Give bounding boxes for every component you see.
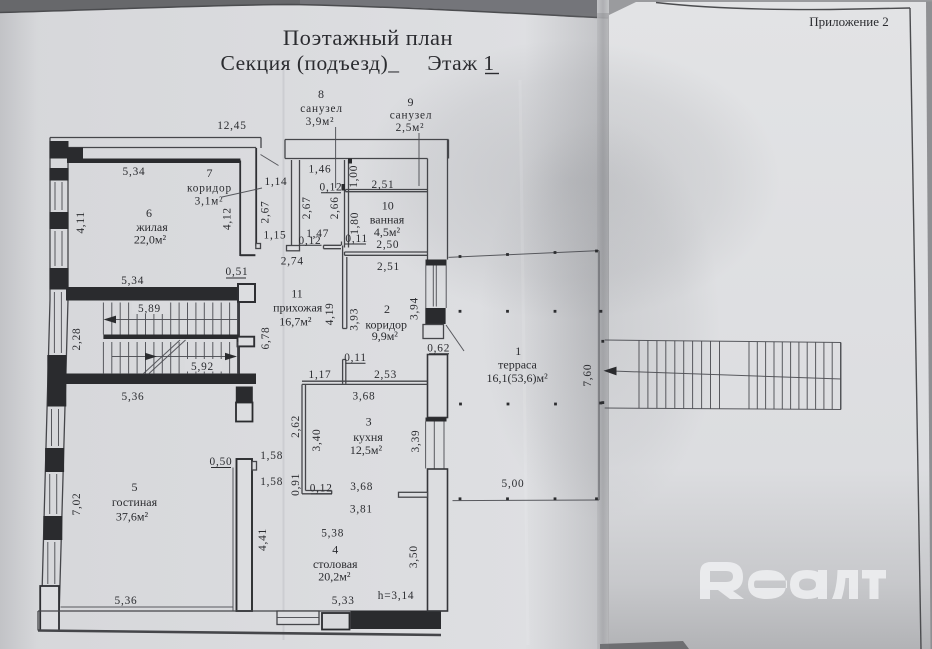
svg-text:4,5м²: 4,5м²	[374, 225, 401, 239]
svg-text:12,45: 12,45	[217, 120, 246, 132]
svg-text:1,17: 1,17	[309, 369, 332, 381]
svg-text:1,58: 1,58	[260, 476, 283, 488]
svg-text:2,67: 2,67	[301, 196, 313, 219]
svg-text:жилая: жилая	[135, 220, 168, 234]
svg-text:5,33: 5,33	[332, 595, 355, 607]
svg-text:2,53: 2,53	[374, 369, 397, 381]
svg-text:4,11: 4,11	[75, 211, 87, 234]
svg-text:коридор: коридор	[365, 318, 407, 332]
svg-text:1,58: 1,58	[260, 450, 283, 462]
svg-text:Секция (подъезд)_: Секция (подъезд)_	[221, 51, 400, 75]
svg-text:6: 6	[146, 206, 152, 220]
svg-text:2,66: 2,66	[329, 196, 341, 219]
svg-text:2,51: 2,51	[377, 261, 400, 273]
svg-text:0,12: 0,12	[299, 235, 322, 247]
svg-text:0,50: 0,50	[210, 456, 233, 468]
svg-text:20,2м²: 20,2м²	[318, 570, 351, 584]
svg-text:гостиная: гостиная	[112, 495, 158, 509]
svg-text:1,80: 1,80	[349, 212, 361, 235]
svg-text:1,46: 1,46	[309, 164, 332, 176]
svg-text:1,14: 1,14	[265, 176, 288, 188]
svg-text:2,5м²: 2,5м²	[396, 122, 425, 134]
svg-text:22,0м²: 22,0м²	[134, 233, 167, 247]
svg-text:3,94: 3,94	[409, 297, 421, 320]
svg-text:2,67: 2,67	[260, 201, 272, 224]
svg-text:4,12: 4,12	[222, 207, 234, 230]
svg-text:37,6м²: 37,6м²	[116, 510, 149, 524]
svg-text:3,9м²: 3,9м²	[306, 116, 335, 128]
svg-text:5,34: 5,34	[123, 166, 146, 178]
svg-text:16,1(53,6)м²: 16,1(53,6)м²	[487, 371, 549, 385]
svg-text:Приложение 2: Приложение 2	[809, 14, 889, 29]
svg-text:0,62: 0,62	[427, 343, 450, 355]
svg-text:1: 1	[515, 344, 521, 358]
svg-text:5,38: 5,38	[321, 527, 344, 539]
svg-text:3,1м²: 3,1м²	[195, 196, 224, 208]
svg-text:0,12: 0,12	[320, 182, 343, 194]
svg-text:8: 8	[318, 87, 324, 101]
svg-text:терраса: терраса	[498, 358, 537, 372]
svg-text:2,50: 2,50	[376, 239, 399, 251]
svg-text:Этаж 1: Этаж 1	[427, 51, 494, 75]
svg-text:9,9м²: 9,9м²	[372, 329, 399, 343]
svg-text:16,7м²: 16,7м²	[279, 315, 312, 329]
svg-text:коридор: коридор	[187, 183, 232, 195]
svg-text:3,68: 3,68	[353, 390, 376, 402]
svg-text:3: 3	[366, 415, 372, 429]
svg-text:0,12: 0,12	[310, 483, 333, 495]
svg-text:5,89: 5,89	[138, 303, 161, 315]
svg-text:7,60: 7,60	[582, 364, 594, 387]
svg-text:санузел: санузел	[390, 110, 433, 122]
svg-text:1,00: 1,00	[348, 165, 360, 188]
svg-text:7,02: 7,02	[71, 493, 83, 516]
svg-text:0,11: 0,11	[344, 352, 367, 364]
svg-text:0,91: 0,91	[290, 473, 302, 496]
svg-text:3,39: 3,39	[410, 430, 422, 453]
svg-text:3,50: 3,50	[408, 545, 420, 568]
svg-text:11: 11	[291, 287, 303, 301]
svg-text:h=3,14: h=3,14	[378, 590, 415, 602]
svg-text:9: 9	[408, 95, 414, 109]
svg-text:5,36: 5,36	[115, 595, 138, 607]
svg-text:Поэтажный план: Поэтажный план	[283, 25, 453, 50]
svg-text:прихожая: прихожая	[273, 301, 323, 315]
svg-text:4,19: 4,19	[324, 302, 336, 325]
svg-text:столовая: столовая	[313, 557, 358, 571]
svg-text:санузел: санузел	[300, 103, 343, 115]
svg-text:3,68: 3,68	[350, 481, 373, 493]
svg-text:ванная: ванная	[370, 213, 405, 227]
svg-text:2,62: 2,62	[290, 415, 302, 438]
svg-text:2,28: 2,28	[71, 328, 83, 351]
svg-text:4: 4	[332, 542, 338, 556]
svg-text:5,36: 5,36	[122, 391, 145, 403]
svg-text:2: 2	[384, 302, 390, 316]
svg-text:1,47: 1,47	[306, 228, 329, 240]
svg-text:10: 10	[382, 199, 394, 213]
svg-text:1,15: 1,15	[264, 230, 287, 242]
svg-text:2,51: 2,51	[372, 179, 395, 191]
svg-text:12,5м²: 12,5м²	[350, 443, 383, 457]
svg-text:5,34: 5,34	[121, 275, 144, 287]
svg-text:5,92: 5,92	[191, 361, 214, 373]
svg-text:7: 7	[207, 166, 213, 180]
svg-text:4,41: 4,41	[257, 528, 269, 551]
svg-text:3,93: 3,93	[349, 308, 361, 331]
svg-text:3,40: 3,40	[311, 429, 323, 452]
svg-text:5: 5	[132, 480, 138, 494]
svg-text:5,00: 5,00	[502, 478, 525, 490]
svg-text:0,11: 0,11	[345, 233, 368, 245]
svg-text:2,74: 2,74	[281, 256, 304, 268]
svg-text:6,78: 6,78	[260, 327, 272, 350]
svg-text:3,81: 3,81	[350, 503, 373, 515]
svg-text:кухня: кухня	[353, 430, 383, 444]
svg-text:0,51: 0,51	[226, 266, 249, 278]
